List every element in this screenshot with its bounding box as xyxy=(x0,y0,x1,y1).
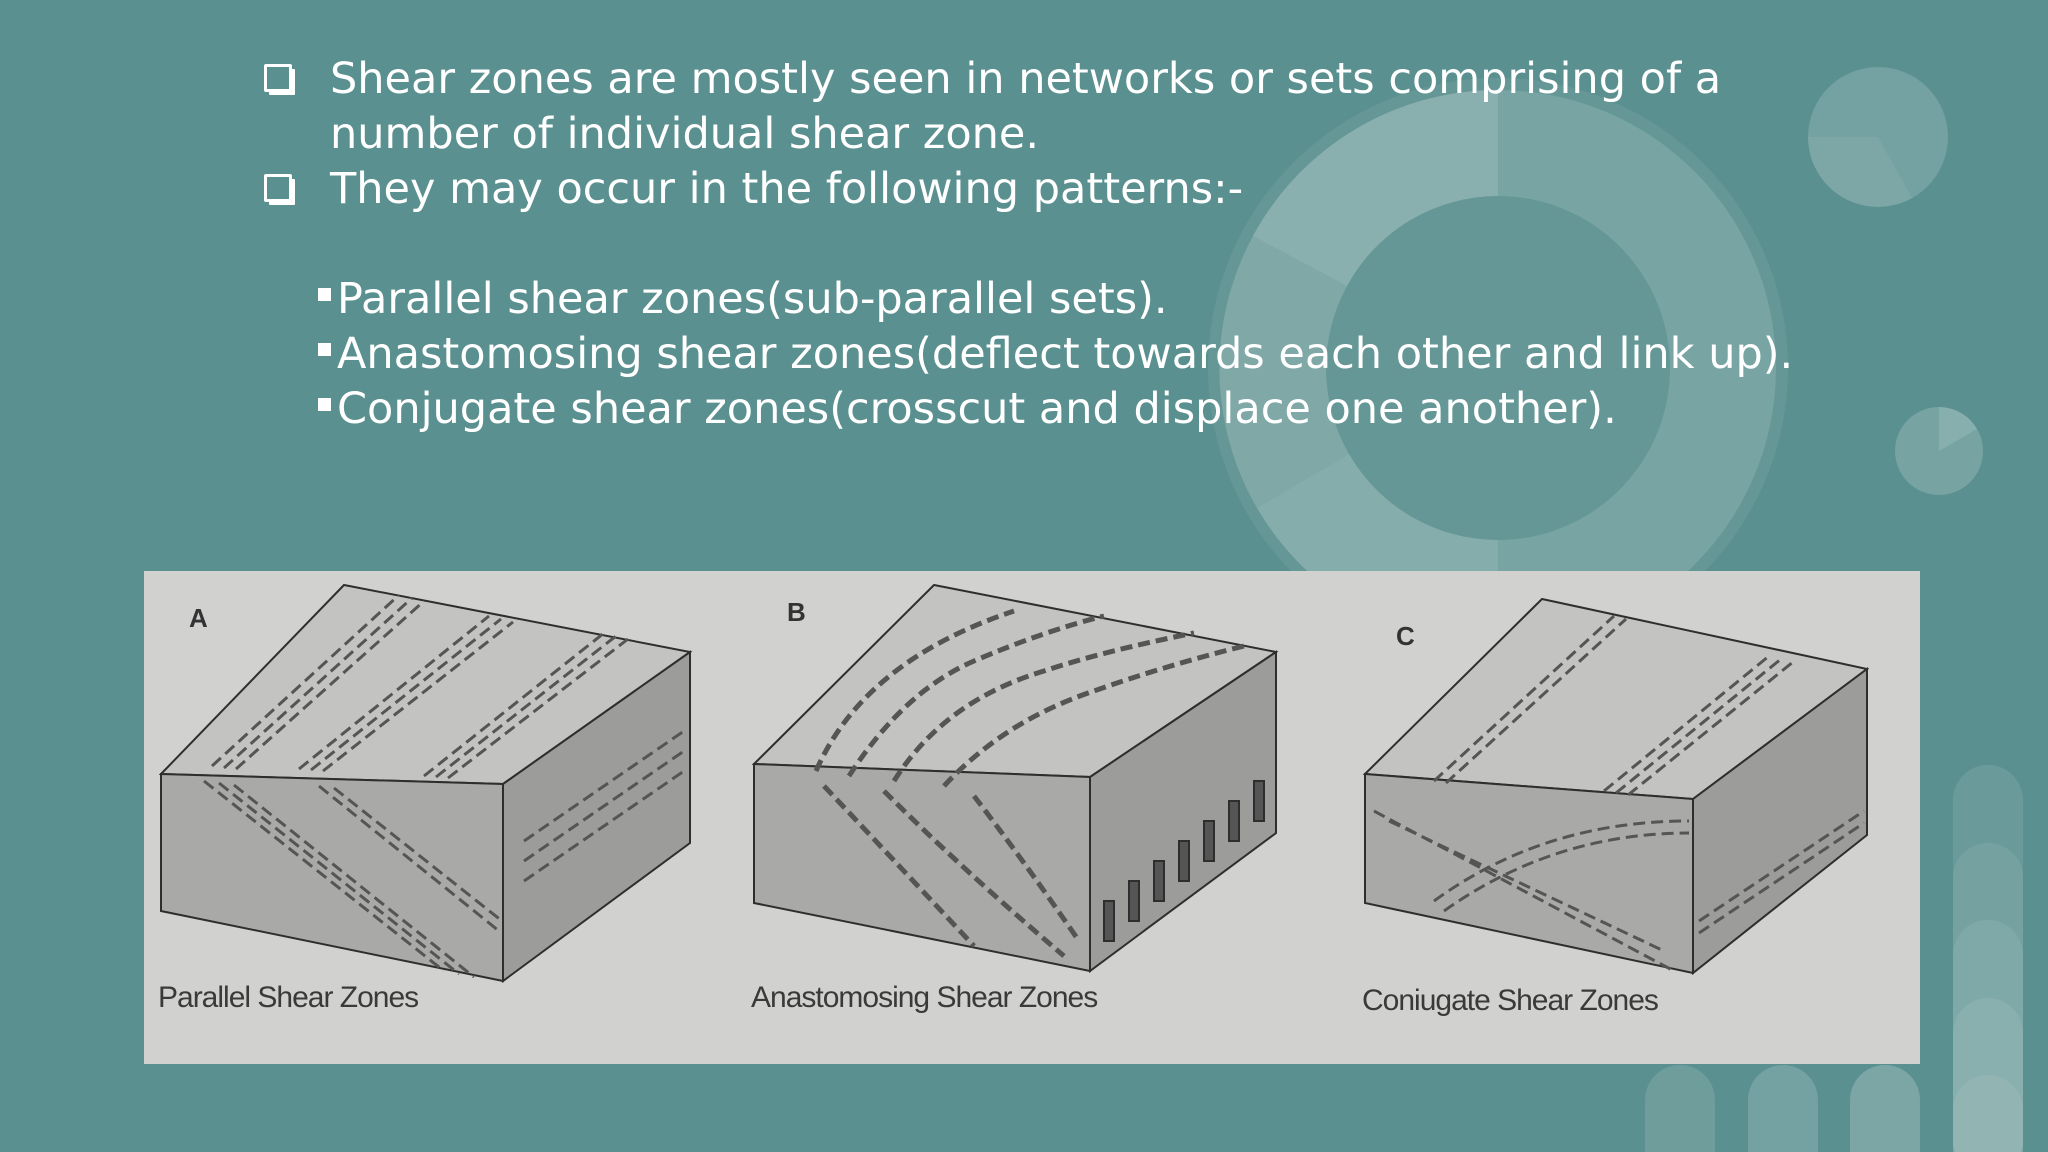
bullet-item: Shear zones are mostly seen in networks … xyxy=(262,52,1862,162)
panel-caption: Anastomosing Shear Zones xyxy=(751,981,1098,1014)
panel-letter: C xyxy=(1396,621,1415,651)
square-bullet-icon xyxy=(318,398,331,411)
panel-caption: Parallel Shear Zones xyxy=(158,981,419,1014)
spacer xyxy=(262,217,1862,272)
parallel-shear-block xyxy=(158,583,693,983)
panel-caption: Coniugate Shear Zones xyxy=(1362,984,1659,1017)
square-bullet-icon xyxy=(318,343,331,356)
pattern-item: Conjugate shear zones(crosscut and displ… xyxy=(262,382,1862,437)
pattern-item: Parallel shear zones(sub-parallel sets). xyxy=(262,272,1862,327)
panel-letter: B xyxy=(787,597,806,627)
small-pie-decoration xyxy=(1808,67,1983,495)
bullet-text: They may occur in the following patterns… xyxy=(330,164,1244,214)
pattern-text: Anastomosing shear zones(deflect towards… xyxy=(337,329,1794,379)
pattern-text: Conjugate shear zones(crosscut and displ… xyxy=(337,384,1617,434)
pattern-item: Anastomosing shear zones(deflect towards… xyxy=(262,327,1862,382)
anastomosing-shear-block xyxy=(751,583,1279,973)
conjugate-shear-block xyxy=(1362,597,1870,976)
bullet-text: Shear zones are mostly seen in networks … xyxy=(330,54,1722,159)
slide-bullets: Shear zones are mostly seen in networks … xyxy=(262,52,1862,437)
bar-decoration xyxy=(1645,765,2023,1152)
square-bullet-icon xyxy=(318,288,331,301)
block-diagrams xyxy=(158,583,1870,983)
checkbox-bullet-icon xyxy=(264,64,292,92)
shear-zone-figure: A B C Parallel Shear Zones Anastomosing … xyxy=(144,571,1920,1064)
panel-letter: A xyxy=(189,603,208,633)
pattern-text: Parallel shear zones(sub-parallel sets). xyxy=(337,274,1168,324)
checkbox-bullet-icon xyxy=(264,174,292,202)
bullet-item: They may occur in the following patterns… xyxy=(262,162,1862,217)
large-ring-decoration xyxy=(1208,78,1788,658)
